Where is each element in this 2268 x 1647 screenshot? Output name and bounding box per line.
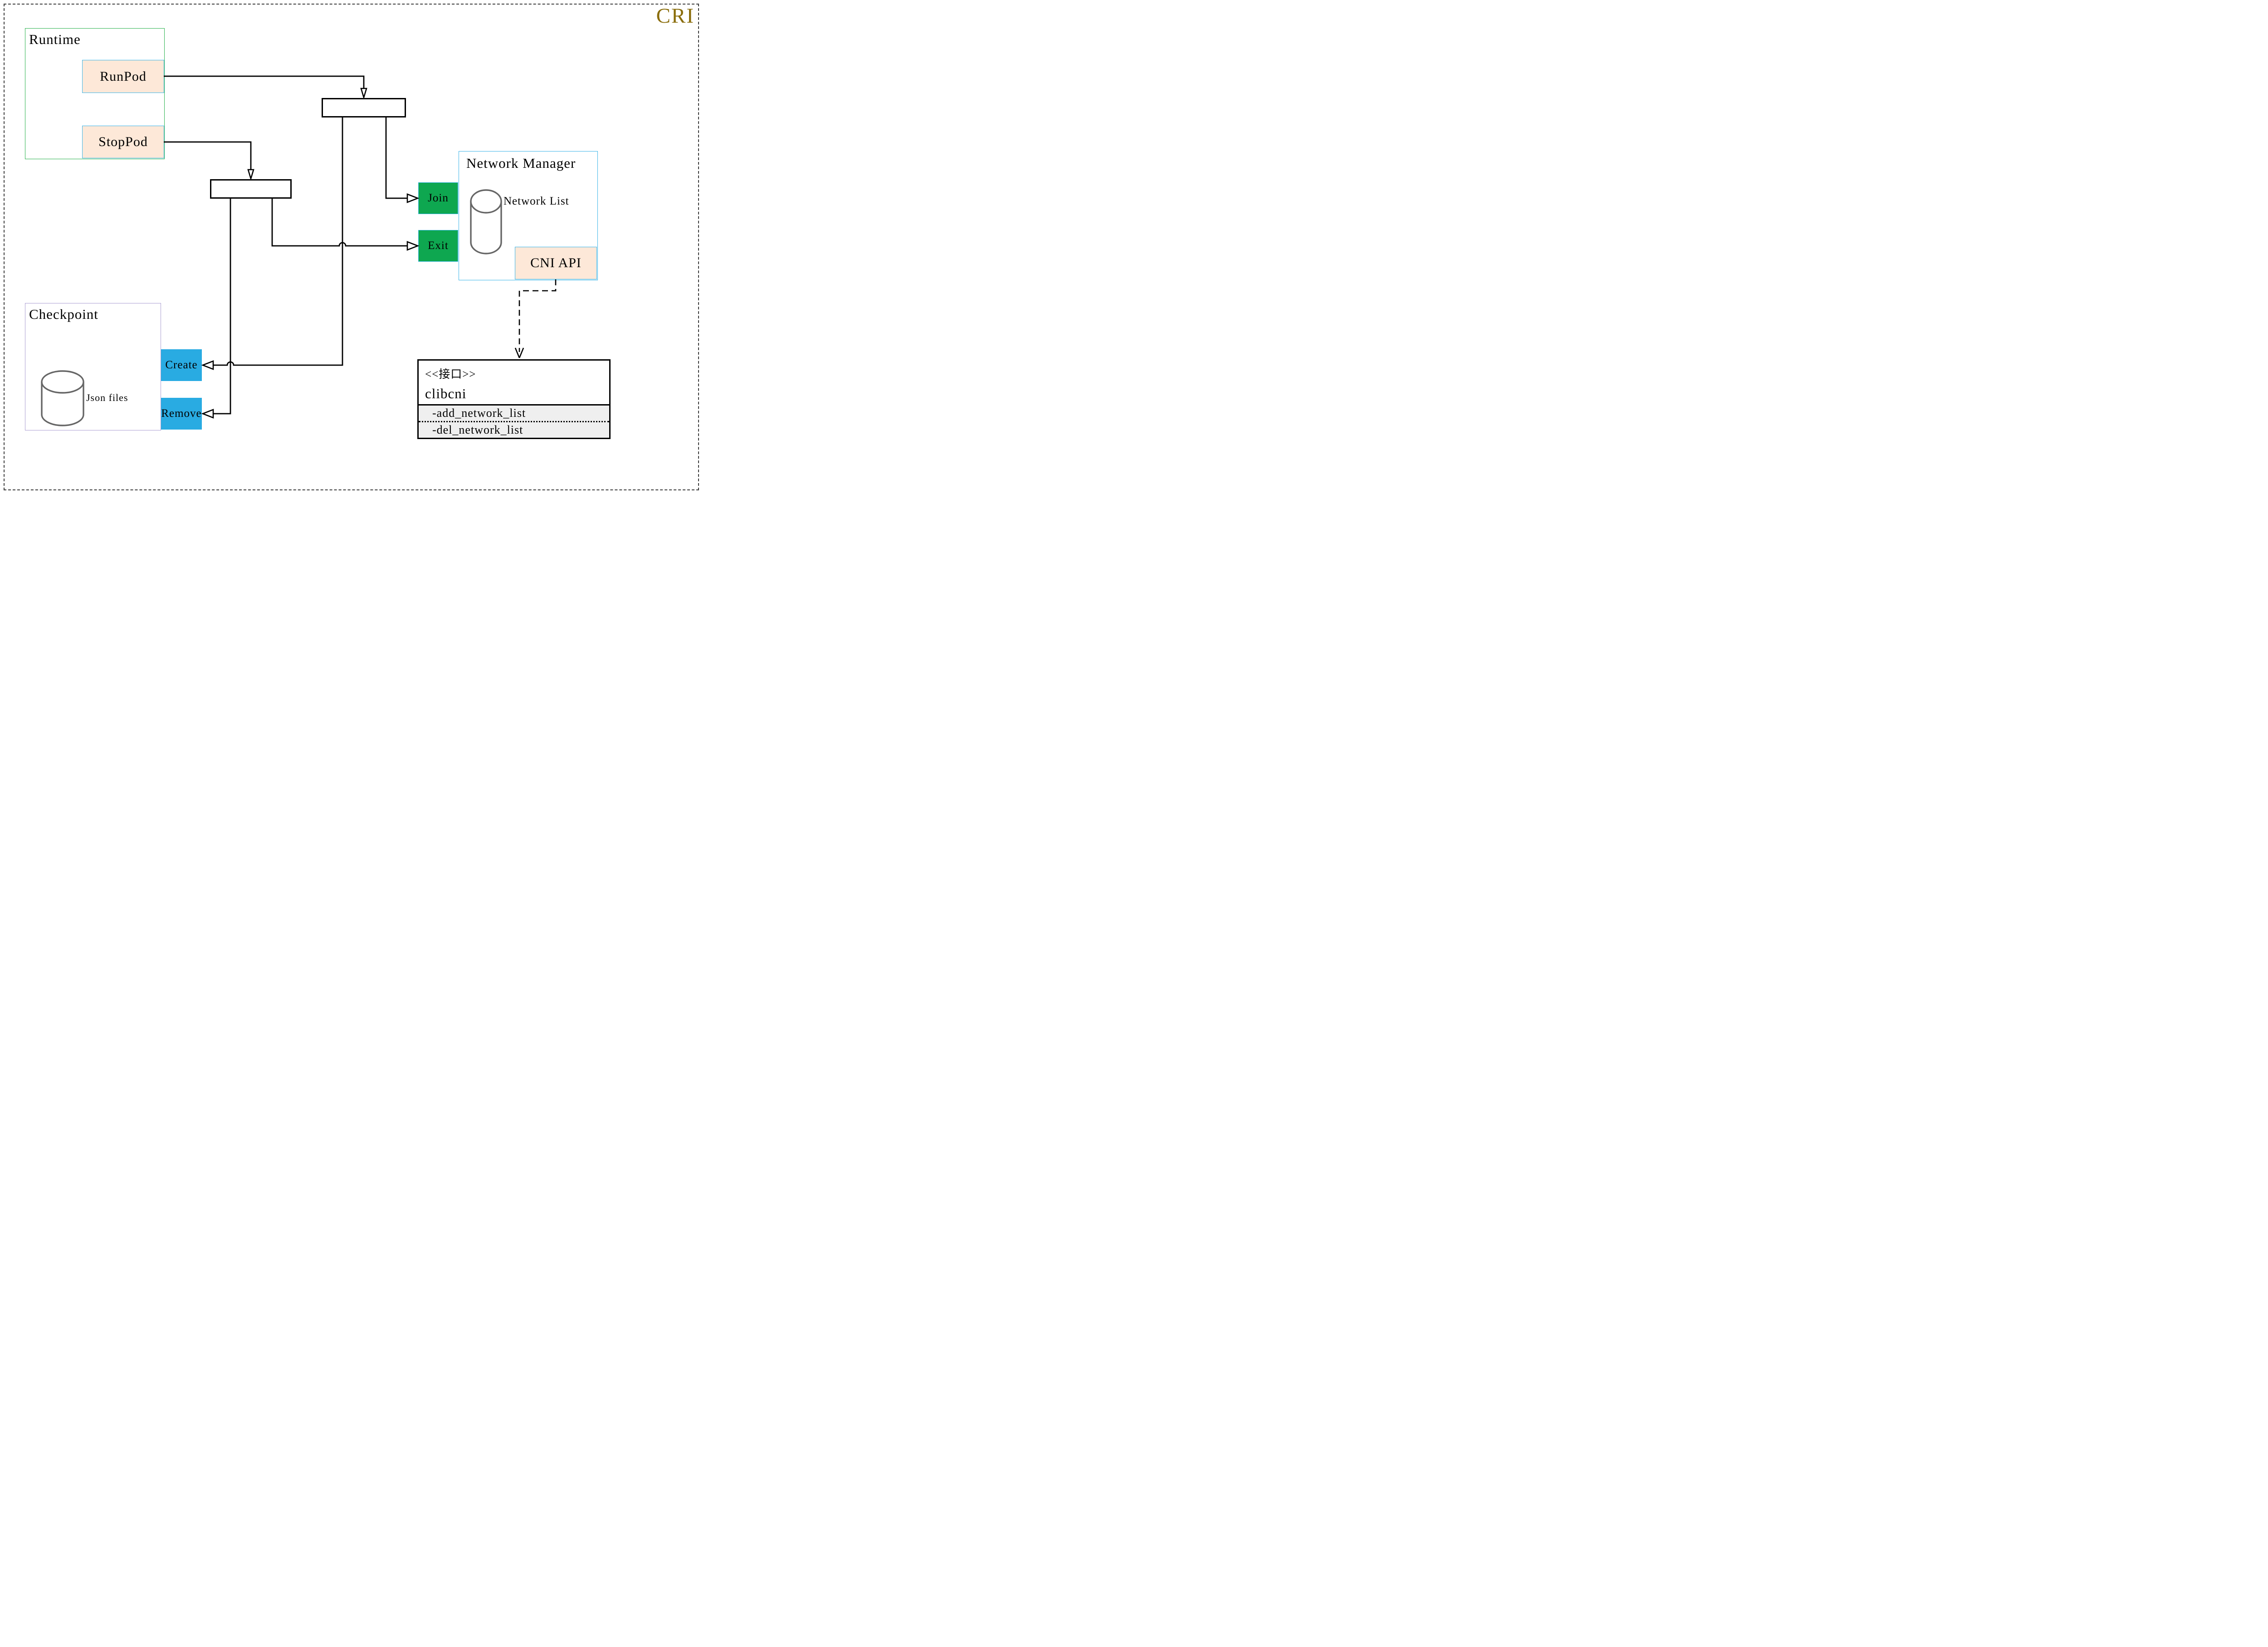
junction-box-stoppod (210, 179, 292, 199)
clibcni-method-del: -del_network_list (432, 423, 523, 436)
checkpoint-container: Checkpoint (25, 303, 161, 430)
clibcni-method-divider (419, 421, 609, 422)
clibcni-interface-box: <<接口>> clibcni -add_network_list -del_ne… (417, 359, 611, 439)
clibcni-name: clibcni (425, 386, 467, 401)
diagram-badge-cri: CRI (656, 4, 694, 28)
clibcni-stereotype: <<接口>> (425, 368, 476, 381)
clibcni-header: <<接口>> clibcni (419, 361, 609, 404)
create-node: Create (161, 349, 202, 381)
network-list-label: Network List (503, 195, 569, 207)
junction-box-runpod (322, 98, 406, 117)
runtime-title: Runtime (29, 31, 81, 47)
stoppod-node: StopPod (82, 126, 164, 158)
checkpoint-title: Checkpoint (29, 306, 98, 322)
clibcni-method-add: -add_network_list (432, 406, 526, 420)
json-files-label: Json files (86, 392, 128, 403)
diagram-canvas: CRI Runtime RunPod StopPod Network Manag… (0, 0, 703, 494)
clibcni-methods-section: -add_network_list -del_network_list (419, 404, 609, 438)
runpod-node: RunPod (82, 60, 164, 93)
cni-api-node: CNI API (515, 247, 597, 279)
exit-node: Exit (418, 230, 458, 262)
remove-node: Remove (161, 398, 202, 430)
join-node: Join (418, 182, 458, 214)
page-dashed-border (4, 4, 699, 490)
network-manager-title: Network Manager (466, 155, 576, 171)
